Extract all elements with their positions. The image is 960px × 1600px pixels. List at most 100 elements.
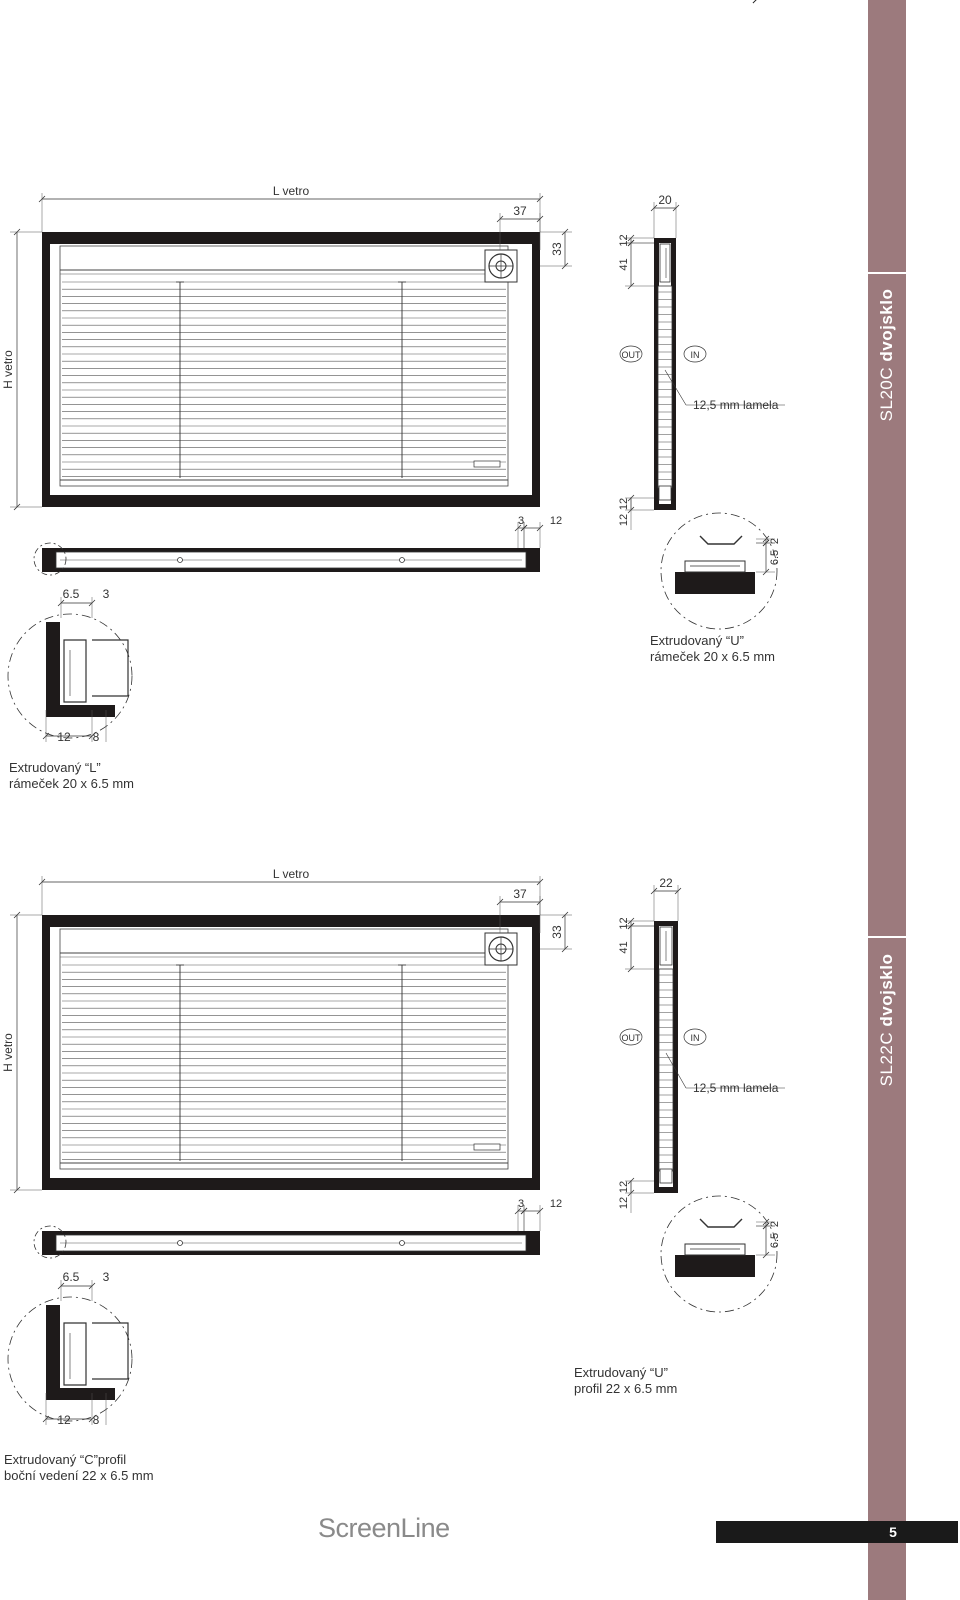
glass-edge bbox=[92, 1322, 129, 1380]
dim-label: 2 bbox=[769, 538, 781, 544]
dim-label: 3 bbox=[103, 1270, 110, 1284]
out-bubble bbox=[619, 345, 643, 363]
dim-label: 3 bbox=[518, 1198, 524, 1210]
u-profile-channel bbox=[684, 1243, 746, 1256]
side-band-divider bbox=[868, 272, 906, 274]
u-profile-channel bbox=[684, 560, 746, 573]
dim-label: 12 bbox=[550, 1198, 562, 1210]
l-profile-wall bbox=[46, 1305, 60, 1400]
dim-label: 12 bbox=[618, 514, 630, 526]
dim-label: 12 bbox=[550, 515, 562, 527]
dim-label: 41 bbox=[618, 941, 630, 953]
bottom-rail-section bbox=[658, 485, 672, 501]
page-number: 5 bbox=[889, 1524, 897, 1540]
dim-label: 20 bbox=[658, 193, 672, 207]
dim-label: H vetro bbox=[1, 350, 15, 389]
l-profile-channel bbox=[63, 1322, 87, 1386]
glass-area bbox=[50, 927, 532, 1178]
dim-label: 3 bbox=[103, 587, 110, 601]
detail-circle bbox=[660, 512, 778, 630]
u-frame-top bbox=[654, 238, 676, 243]
lamella-stack bbox=[658, 968, 674, 1172]
dim-label: 37 bbox=[513, 204, 527, 218]
in-label: IN bbox=[691, 1033, 700, 1043]
dim-label: 41 bbox=[618, 258, 630, 270]
caption-c-profile: Extrudovaný “C”profil boční vedení 22 x … bbox=[4, 1452, 154, 1483]
brand-plate bbox=[473, 460, 501, 468]
in-label: IN bbox=[691, 350, 700, 360]
profile-screw bbox=[399, 557, 405, 563]
dim-label: 12 bbox=[618, 1197, 630, 1209]
caption-u-profile: Extrudovaný “U” profil 22 x 6.5 mm bbox=[574, 1365, 678, 1396]
l-profile-base bbox=[60, 705, 115, 717]
l-profile-channel bbox=[63, 639, 87, 703]
u-profile-section bbox=[675, 1255, 755, 1277]
detail-circle bbox=[7, 613, 133, 739]
glass-edge bbox=[699, 535, 743, 545]
glass-edge bbox=[92, 639, 129, 697]
dim-label: 3 bbox=[518, 515, 524, 527]
u-frame-top bbox=[654, 921, 678, 926]
detail-marker bbox=[33, 1225, 67, 1259]
screenline-logo: ScreenLine bbox=[318, 1513, 450, 1543]
dim-label: 8 bbox=[93, 1413, 100, 1427]
dim-label: L vetro bbox=[273, 184, 310, 198]
dim-label: 8 bbox=[93, 730, 100, 744]
dim-label: 12 bbox=[57, 730, 71, 744]
u-frame-wall bbox=[654, 238, 659, 510]
glass-edge bbox=[699, 1218, 743, 1228]
dim-label: H vetro bbox=[1, 1033, 15, 1072]
detail-circle bbox=[660, 1195, 778, 1313]
dim-label: 6.5 bbox=[63, 587, 80, 601]
caption-u-frame: Extrudovaný “U” rámeček 20 x 6.5 mm bbox=[650, 633, 775, 664]
profile-screw bbox=[399, 1240, 405, 1246]
side-band bbox=[868, 0, 906, 1600]
dim-label: 22 bbox=[659, 876, 673, 890]
u-frame-wall bbox=[654, 921, 659, 1193]
blind-area bbox=[59, 928, 509, 1170]
u-profile-section bbox=[675, 572, 755, 594]
dim-label: 12 bbox=[618, 498, 630, 510]
leader-line bbox=[665, 1052, 687, 1089]
dim-label: 12 bbox=[618, 1181, 630, 1193]
dim-label: 33 bbox=[550, 925, 564, 939]
out-label: OUT bbox=[622, 1033, 642, 1043]
side-band-divider bbox=[868, 936, 906, 938]
blind-area bbox=[59, 245, 509, 487]
dim-label: 12 bbox=[618, 234, 630, 246]
head-box bbox=[659, 243, 671, 283]
profile-screw bbox=[177, 1240, 183, 1246]
dim-label: 6.5 bbox=[769, 1233, 781, 1248]
profile-screw bbox=[177, 557, 183, 563]
dim-label: 6.5 bbox=[769, 550, 781, 565]
bottom-rail-section bbox=[659, 1168, 673, 1184]
u-frame-wall bbox=[673, 921, 678, 1193]
brand-plate bbox=[473, 1143, 501, 1151]
in-bubble bbox=[683, 1028, 707, 1046]
page-number-bar bbox=[716, 1521, 958, 1543]
l-profile-base bbox=[60, 1388, 115, 1400]
detail-marker bbox=[33, 542, 67, 576]
dim-label: 33 bbox=[550, 242, 564, 256]
caption-l-frame: Extrudovaný “L” rámeček 20 x 6.5 mm bbox=[9, 760, 134, 791]
lamella-label: 12,5 mm lamela bbox=[693, 398, 779, 412]
lamella-stack bbox=[657, 285, 673, 489]
dim-tick bbox=[752, 0, 757, 4]
dim-label: 12 bbox=[57, 1413, 71, 1427]
dim-label: 2 bbox=[769, 1221, 781, 1227]
glass-area bbox=[50, 244, 532, 495]
lamella-label: 12,5 mm lamela bbox=[693, 1081, 779, 1095]
dim-label: 37 bbox=[513, 887, 527, 901]
in-bubble bbox=[683, 345, 707, 363]
detail-circle bbox=[7, 1296, 133, 1422]
l-profile-wall bbox=[46, 622, 60, 717]
dim-label: L vetro bbox=[273, 867, 310, 881]
out-bubble bbox=[619, 1028, 643, 1046]
dim-label: 12 bbox=[618, 917, 630, 929]
out-label: OUT bbox=[622, 350, 642, 360]
u-frame-bottom bbox=[654, 1187, 678, 1193]
leader-line bbox=[664, 369, 687, 406]
dim-label: 6.5 bbox=[63, 1270, 80, 1284]
u-frame-wall bbox=[671, 238, 676, 510]
